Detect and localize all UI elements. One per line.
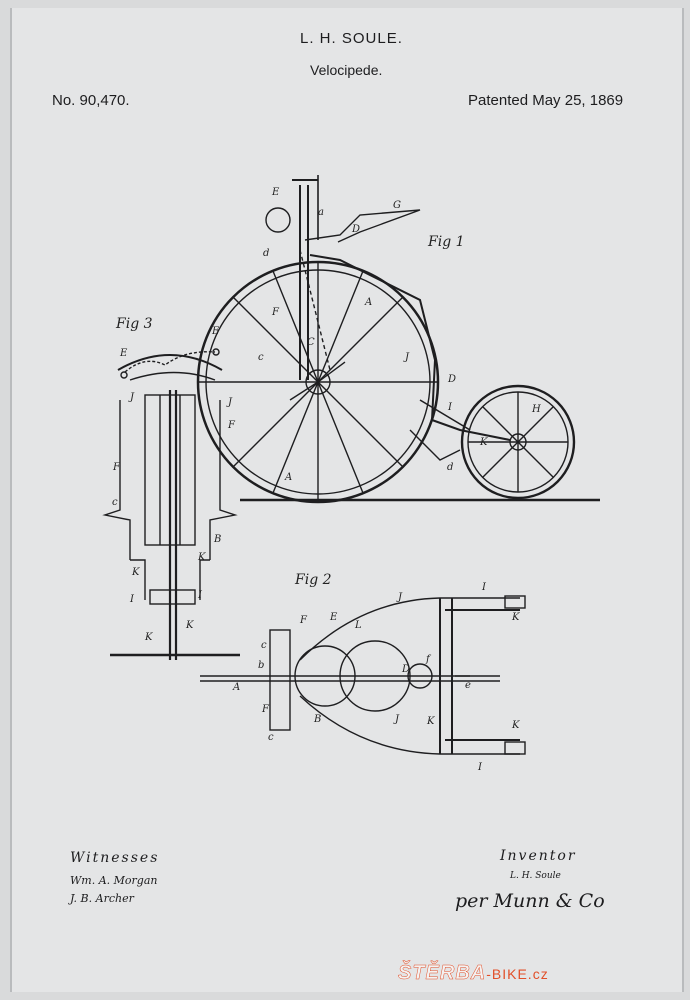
fig3-label: Fig 3 bbox=[115, 316, 153, 332]
svg-text:f: f bbox=[425, 654, 432, 665]
svg-text:I: I bbox=[447, 402, 453, 413]
svg-text:e: e bbox=[465, 680, 471, 691]
svg-text:F: F bbox=[271, 307, 280, 318]
svg-text:c: c bbox=[258, 352, 264, 363]
fig1-frame bbox=[265, 175, 511, 461]
drawing-part-labels: E a G D d A F c C J D I K H d A E E J J … bbox=[112, 187, 541, 773]
fig2-plan-view bbox=[200, 595, 526, 755]
witness-signature-1: Wm. A. Morgan bbox=[70, 874, 158, 887]
watermark-suffix: -BIKE.cz bbox=[486, 966, 549, 982]
witness-signature-2: J. B. Archer bbox=[70, 892, 134, 905]
invention-title: Velocipede. bbox=[310, 62, 383, 78]
witnesses-label: Witnesses bbox=[70, 850, 160, 866]
svg-text:C: C bbox=[307, 337, 315, 348]
svg-text:A: A bbox=[232, 682, 240, 693]
svg-text:c: c bbox=[261, 640, 267, 651]
svg-text:K: K bbox=[131, 567, 140, 578]
svg-text:H: H bbox=[531, 404, 541, 415]
svg-text:J: J bbox=[403, 352, 410, 363]
svg-text:E: E bbox=[211, 326, 220, 337]
svg-text:F: F bbox=[112, 462, 121, 473]
svg-text:J: J bbox=[226, 397, 233, 408]
fig3-front-view bbox=[102, 348, 240, 660]
svg-text:I: I bbox=[129, 594, 135, 605]
svg-text:b: b bbox=[258, 660, 264, 671]
inventor-name: L. H. SOULE. bbox=[300, 30, 403, 47]
svg-text:I: I bbox=[197, 590, 203, 601]
svg-text:K: K bbox=[185, 620, 194, 631]
svg-text:c: c bbox=[112, 497, 118, 508]
svg-text:A: A bbox=[284, 472, 292, 483]
svg-text:E: E bbox=[271, 187, 280, 198]
inventor-signature: L. H. Soule bbox=[510, 871, 561, 881]
svg-text:J: J bbox=[393, 714, 400, 725]
svg-text:d: d bbox=[263, 248, 269, 259]
patent-date: Patented May 25, 1869 bbox=[468, 92, 624, 109]
svg-text:D: D bbox=[401, 664, 410, 675]
svg-text:J: J bbox=[128, 392, 135, 403]
patent-number: No. 90,470. bbox=[52, 92, 130, 109]
svg-text:K: K bbox=[479, 437, 488, 448]
svg-text:I: I bbox=[477, 762, 483, 773]
svg-text:G: G bbox=[393, 200, 401, 211]
svg-text:B: B bbox=[213, 534, 221, 545]
svg-text:F: F bbox=[299, 615, 308, 626]
svg-text:E: E bbox=[119, 348, 128, 359]
watermark-logo: ŠTĚRBA-BIKE.cz bbox=[398, 962, 549, 985]
svg-text:d: d bbox=[447, 462, 453, 473]
fig2-label: Fig 2 bbox=[294, 572, 332, 588]
svg-text:E: E bbox=[329, 612, 338, 623]
svg-text:J: J bbox=[396, 592, 403, 603]
svg-text:K: K bbox=[197, 552, 206, 563]
svg-text:A: A bbox=[364, 297, 372, 308]
svg-text:c: c bbox=[268, 732, 274, 743]
svg-text:a: a bbox=[318, 207, 324, 218]
svg-text:D: D bbox=[351, 224, 360, 235]
svg-text:L: L bbox=[354, 620, 362, 631]
svg-text:K: K bbox=[144, 632, 153, 643]
svg-text:B: B bbox=[313, 714, 321, 725]
svg-text:F: F bbox=[261, 704, 270, 715]
attorney-signature: per Munn & Co bbox=[455, 890, 605, 912]
watermark-brand: ŠTĚRBA bbox=[398, 962, 487, 985]
inventor-label: Inventor bbox=[500, 848, 577, 864]
svg-text:K: K bbox=[511, 720, 520, 731]
svg-text:F: F bbox=[227, 420, 236, 431]
svg-text:I: I bbox=[481, 582, 487, 593]
svg-text:K: K bbox=[511, 612, 520, 623]
svg-text:D: D bbox=[447, 374, 456, 385]
fig1-rear-wheel bbox=[460, 384, 576, 500]
fig1-front-wheel bbox=[196, 260, 440, 504]
svg-text:K: K bbox=[426, 716, 435, 727]
fig1-label: Fig 1 bbox=[427, 234, 465, 250]
